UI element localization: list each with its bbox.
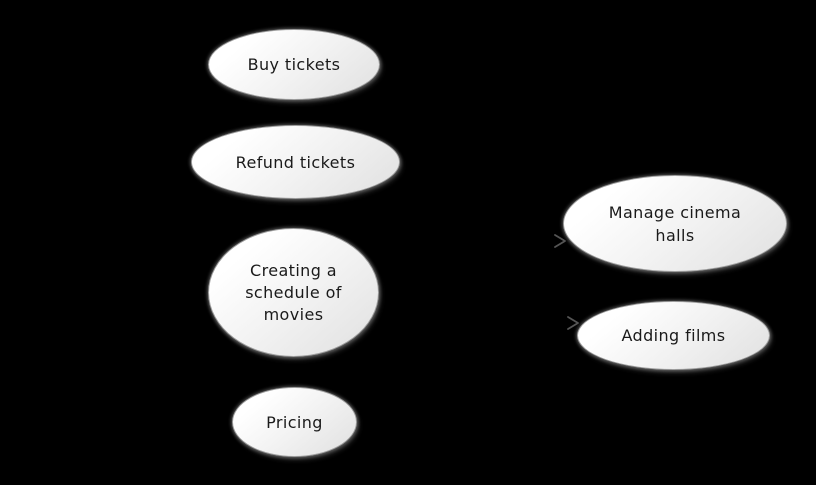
usecase-buy-tickets: Buy tickets	[208, 29, 380, 100]
usecase-label: Adding films	[621, 326, 726, 345]
usecase-pricing: Pricing	[232, 387, 357, 457]
usecase-label: Creating a schedule of movies	[245, 260, 342, 324]
arrowhead-right-icon	[567, 316, 579, 330]
usecase-adding-films: Adding films	[577, 301, 770, 370]
usecase-manage-cinema-halls: Manage cinema halls	[563, 175, 787, 272]
usecase-label: Refund tickets	[235, 152, 356, 172]
arrowhead-right-icon	[554, 234, 566, 248]
usecase-label: Buy tickets	[247, 55, 341, 74]
usecase-label: Manage cinema halls	[608, 202, 742, 245]
usecase-refund-tickets: Refund tickets	[191, 125, 400, 199]
usecase-label: Pricing	[266, 412, 323, 432]
usecase-creating-schedule-of-movies: Creating a schedule of movies	[208, 228, 379, 357]
